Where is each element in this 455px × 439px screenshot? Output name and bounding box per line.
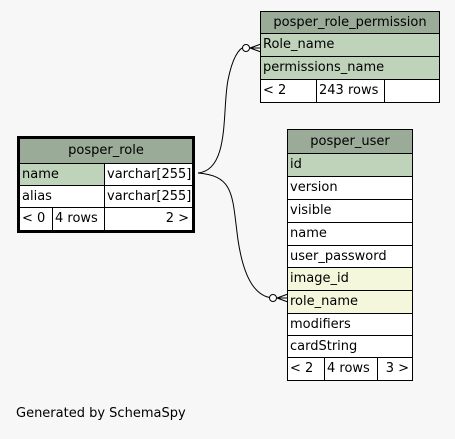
column-row[interactable]: name bbox=[288, 223, 412, 246]
column-row[interactable]: Role_name bbox=[261, 34, 439, 57]
column-row[interactable]: role_name bbox=[288, 291, 412, 314]
row-count: 4 rows bbox=[52, 208, 104, 230]
column-name: permissions_name bbox=[263, 60, 385, 75]
table-title[interactable]: posper_role_permission bbox=[261, 12, 439, 34]
column-name: modifiers bbox=[290, 317, 351, 332]
column-row[interactable]: cardString bbox=[288, 336, 412, 358]
crowfoot-user bbox=[276, 293, 289, 303]
column-name: visible bbox=[290, 203, 332, 218]
column-name: name bbox=[20, 164, 104, 185]
column-type: varchar[255] bbox=[104, 164, 192, 185]
table-title[interactable]: posper_user bbox=[288, 130, 412, 154]
column-row[interactable]: name varchar[255] bbox=[20, 164, 192, 186]
column-row[interactable]: permissions_name bbox=[261, 57, 439, 80]
nav-prev[interactable]: < 0 bbox=[22, 211, 46, 226]
edge-end-circle bbox=[269, 294, 277, 302]
edge-role-to-role-permission bbox=[197, 45, 247, 174]
column-row[interactable]: alias varchar[255] bbox=[20, 186, 192, 208]
column-row[interactable]: user_password bbox=[288, 246, 412, 268]
nav-prev[interactable]: < 2 bbox=[263, 83, 287, 98]
column-name: role_name bbox=[290, 294, 358, 309]
table-nav-row: < 2 243 rows bbox=[261, 80, 439, 102]
row-count: 243 rows bbox=[316, 80, 384, 102]
column-name: Role_name bbox=[263, 37, 335, 52]
edge-end-circle bbox=[242, 44, 250, 52]
nav-prev[interactable]: < 2 bbox=[290, 361, 314, 376]
table-title[interactable]: posper_role bbox=[20, 139, 192, 164]
nav-next[interactable]: 2 > bbox=[104, 208, 192, 230]
column-row[interactable]: modifiers bbox=[288, 314, 412, 336]
table-posper-user[interactable]: posper_user id version visible name user… bbox=[287, 129, 413, 381]
column-name: user_password bbox=[290, 249, 387, 264]
table-posper-role-permission[interactable]: posper_role_permission Role_name permiss… bbox=[260, 11, 440, 103]
column-name: alias bbox=[22, 189, 52, 204]
nav-next[interactable]: 3 > bbox=[377, 358, 412, 380]
column-name: cardString bbox=[290, 339, 358, 354]
column-type: varchar[255] bbox=[104, 186, 192, 207]
column-name: version bbox=[290, 180, 338, 195]
table-posper-role[interactable]: posper_role name varchar[255] alias varc… bbox=[17, 136, 195, 233]
column-row[interactable]: image_id bbox=[288, 268, 412, 291]
column-name: image_id bbox=[290, 271, 349, 286]
column-name: name bbox=[290, 226, 327, 241]
table-nav-row: < 0 4 rows 2 > bbox=[20, 208, 192, 230]
table-nav-row: < 2 4 rows 3 > bbox=[288, 358, 412, 380]
generated-by-footer: Generated by SchemaSpy bbox=[16, 406, 186, 421]
nav-next[interactable] bbox=[384, 80, 439, 102]
edge-role-to-user bbox=[197, 172, 273, 299]
column-row[interactable]: id bbox=[288, 154, 412, 177]
column-row[interactable]: version bbox=[288, 177, 412, 200]
row-count: 4 rows bbox=[324, 358, 377, 380]
column-name: id bbox=[290, 157, 302, 172]
crowfoot-role-permission bbox=[249, 43, 262, 53]
column-row[interactable]: visible bbox=[288, 200, 412, 223]
